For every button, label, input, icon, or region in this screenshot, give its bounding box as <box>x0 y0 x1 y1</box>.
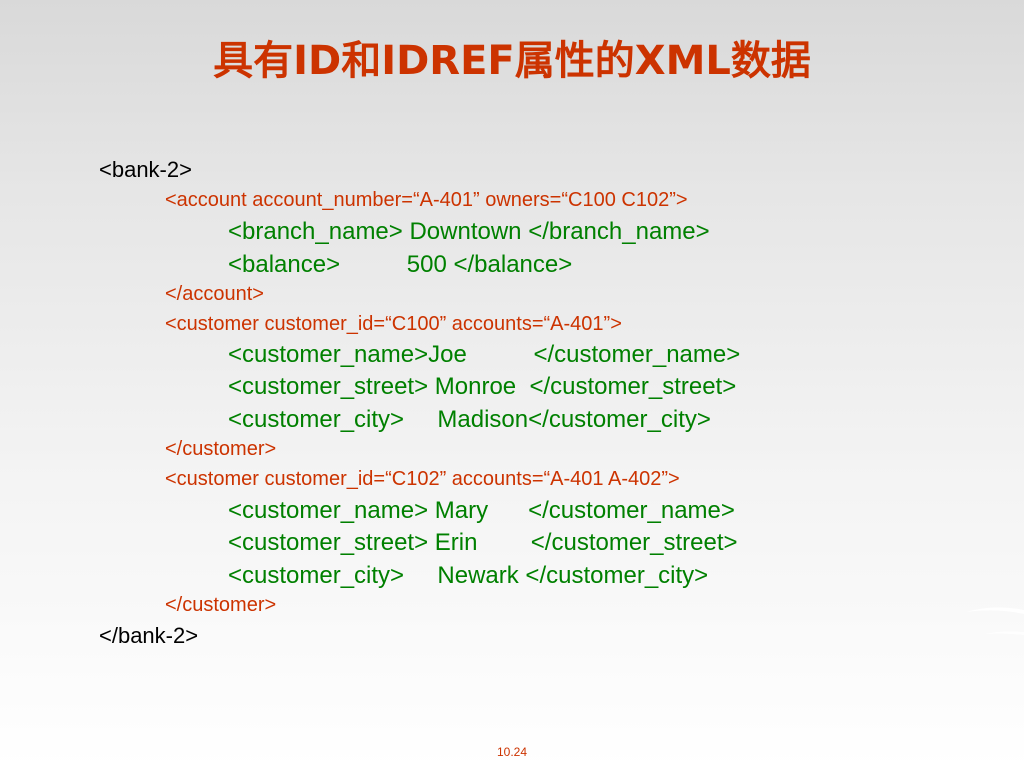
code-line: <branch_name> Downtown </branch_name> <box>228 218 710 245</box>
code-line: </account> <box>165 283 264 305</box>
code-line: <account account_number=“A-401” owners=“… <box>165 189 688 211</box>
code-line: <customer_name>Joe </customer_name> <box>228 341 741 368</box>
code-line: </bank-2> <box>99 623 199 648</box>
code-line: <bank-2> <box>99 157 192 182</box>
code-line: <balance> 500 </balance> <box>228 251 573 278</box>
code-line: <customer_street> Erin </customer_street… <box>228 529 738 556</box>
code-line: </customer> <box>165 594 277 616</box>
page-number: 10.24 <box>496 745 528 759</box>
decorative-swoosh-icon <box>966 607 1024 635</box>
code-line: <customer_city> Newark </customer_city> <box>228 562 709 589</box>
code-line: <customer_name> Mary </customer_name> <box>228 497 735 524</box>
slide-title: 具有ID和IDREF属性的XML数据 <box>213 38 811 84</box>
code-line: </customer> <box>165 438 277 460</box>
code-line: <customer_city> Madison</customer_city> <box>228 406 711 433</box>
code-line: <customer customer_id=“C100” accounts=“A… <box>165 313 622 335</box>
code-line: <customer customer_id=“C102” accounts=“A… <box>165 468 680 490</box>
code-line: <customer_street> Monroe </customer_stre… <box>228 373 737 400</box>
